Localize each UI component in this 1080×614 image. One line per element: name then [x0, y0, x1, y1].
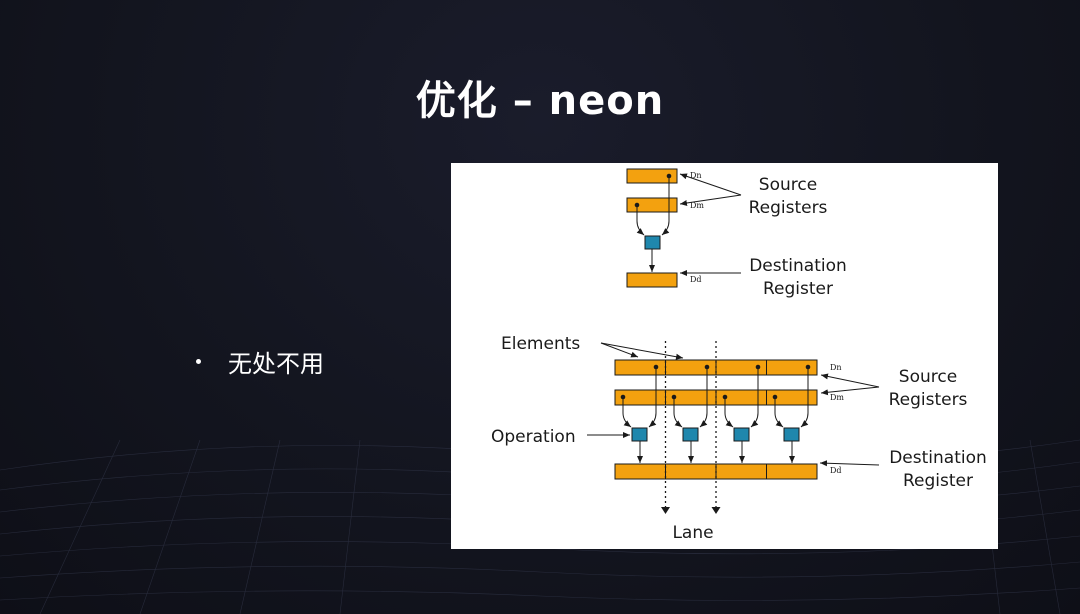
- simd-destination-register-label-line1: Destination: [889, 448, 987, 468]
- simd-operation-diagram: Dn Dm Dd Elements Operation Lane Source …: [491, 334, 987, 543]
- operation-unit-4: [783, 427, 800, 442]
- simd-register-label-dn: Dn: [830, 363, 842, 372]
- bullet-text: 无处不用: [228, 350, 324, 378]
- operation-unit-3: [733, 427, 750, 442]
- scalar-operation-diagram: Dn Dm Dd Source Registers Destination Re…: [626, 168, 847, 299]
- operation-unit: [644, 235, 661, 250]
- bullet-dot: [196, 359, 201, 364]
- register-label-dd: Dd: [690, 275, 702, 284]
- operation-unit-1: [631, 427, 648, 442]
- lane-4: [772, 364, 811, 463]
- source-register-dn: [626, 168, 678, 184]
- slide-title: 优化 – neon: [415, 78, 665, 124]
- destination-register-label-line1: Destination: [749, 256, 847, 276]
- register-label-dm: Dm: [690, 201, 704, 210]
- simd-source-registers-label-line2: Registers: [889, 390, 968, 410]
- neon-simd-diagram: Dn Dm Dd Source Registers Destination Re…: [451, 163, 998, 549]
- simd-register-label-dm: Dm: [830, 393, 844, 402]
- lane-2: [671, 364, 710, 463]
- lane-1: [620, 364, 659, 463]
- elements-label: Elements: [501, 334, 580, 354]
- source-register-dm: [626, 197, 678, 213]
- lane-3: [722, 364, 761, 463]
- simd-destination-register-label-line2: Register: [903, 471, 973, 491]
- operation-label: Operation: [491, 427, 576, 447]
- simd-register-label-dd: Dd: [830, 466, 842, 475]
- destination-register-label-line2: Register: [763, 279, 833, 299]
- lane-label: Lane: [672, 523, 713, 543]
- operation-unit-2: [682, 427, 699, 442]
- bullet-item: 无处不用: [190, 344, 324, 379]
- destination-register-dd: [626, 272, 678, 288]
- simd-source-registers-label-line1: Source: [899, 367, 957, 387]
- source-registers-label-line1: Source: [759, 175, 817, 195]
- register-label-dn: Dn: [690, 171, 702, 180]
- diagram-canvas: Dn Dm Dd Source Registers Destination Re…: [491, 168, 987, 543]
- source-registers-label-line2: Registers: [749, 198, 828, 218]
